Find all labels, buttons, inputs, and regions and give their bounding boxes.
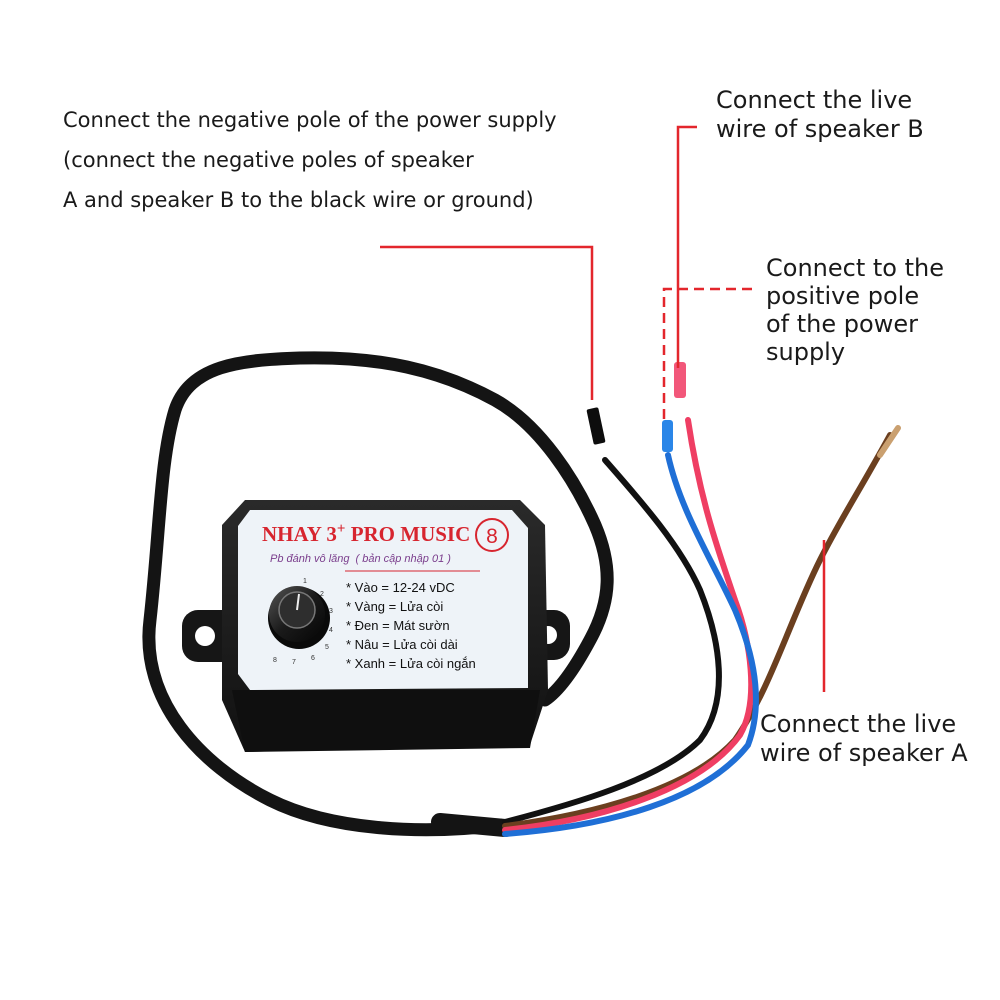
badge-number: 8 — [486, 525, 498, 548]
callout-live-a-line-1: Connect the live — [760, 710, 957, 738]
leader-negative — [380, 245, 594, 400]
module-base — [232, 690, 540, 752]
dial-scale-5: 5 — [325, 644, 329, 651]
red-wire — [502, 417, 755, 833]
black-wire — [502, 457, 722, 825]
spec-line-1: * Vào = 12-24 vDC — [346, 580, 455, 595]
callout-negative-line-1: Connect the negative pole of the power s… — [63, 108, 557, 132]
controller-module: NHAY 3+ PRO MUSIC 8 Pb đánh vô lăng( bản… — [182, 500, 570, 752]
callout-negative-pole: Connect the negative pole of the power s… — [63, 100, 557, 220]
brown-wire-tip — [877, 425, 901, 458]
leader-lines — [380, 125, 826, 692]
spec-line-5: * Xanh = Lửa còi ngắn — [346, 656, 476, 671]
callout-negative-line-3: A and speaker B to the black wire or gro… — [63, 188, 534, 212]
badge-circle — [475, 518, 509, 552]
blue-wire — [502, 452, 759, 837]
dial-scale-3: 3 — [329, 608, 333, 615]
knob-indicator — [296, 593, 300, 611]
red-wire-sleeve — [674, 362, 686, 398]
callout-live-b-line-2: wire of speaker B — [716, 115, 924, 143]
callout-live-b-line-1: Connect the live — [716, 86, 913, 114]
spec-line-4: * Nâu = Lửa còi dài — [346, 637, 458, 652]
spec-line-3: * Đen = Mát sườn — [346, 618, 450, 633]
black-wire-sleeve — [586, 407, 606, 445]
callout-positive-pole: Connect to the positive pole of the powe… — [766, 254, 944, 366]
dial-scale: 1 2 3 4 5 6 7 8 — [273, 578, 333, 666]
callout-positive-line-4: supply — [766, 338, 846, 366]
callout-positive-line-1: Connect to the — [766, 254, 944, 282]
callout-positive-line-2: positive pole — [766, 282, 920, 310]
brown-wire — [502, 432, 893, 829]
callout-live-wire-speaker-a: Connect the live wire of speaker A — [760, 710, 968, 768]
device-title: NHAY 3+ PRO MUSIC — [262, 521, 470, 546]
sensitivity-knob[interactable] — [268, 586, 330, 649]
dial-scale-2: 2 — [320, 591, 324, 598]
spec-line-2: * Vàng = Lửa còi — [346, 599, 443, 614]
dial-scale-4: 4 — [329, 627, 333, 634]
dial-scale-8: 8 — [273, 657, 277, 664]
dial-scale-6: 6 — [311, 655, 315, 662]
callout-negative-line-2: (connect the negative poles of speaker — [63, 148, 474, 172]
dial-scale-1: 1 — [303, 578, 307, 585]
callout-live-wire-speaker-b: Connect the live wire of speaker B — [716, 86, 924, 144]
callout-live-a-line-2: wire of speaker A — [760, 739, 968, 767]
leader-positive — [662, 287, 752, 425]
dial-scale-7: 7 — [292, 659, 296, 666]
mount-hole-left — [195, 626, 215, 646]
cable-loop — [142, 351, 614, 837]
leader-live-b — [676, 125, 697, 368]
cable-sheath — [431, 813, 514, 837]
blue-wire-sleeve — [662, 420, 673, 452]
callout-positive-line-3: of the power — [766, 310, 918, 338]
device-subtitle: Pb đánh vô lăng( bản cập nhập 01 ) — [270, 553, 451, 565]
